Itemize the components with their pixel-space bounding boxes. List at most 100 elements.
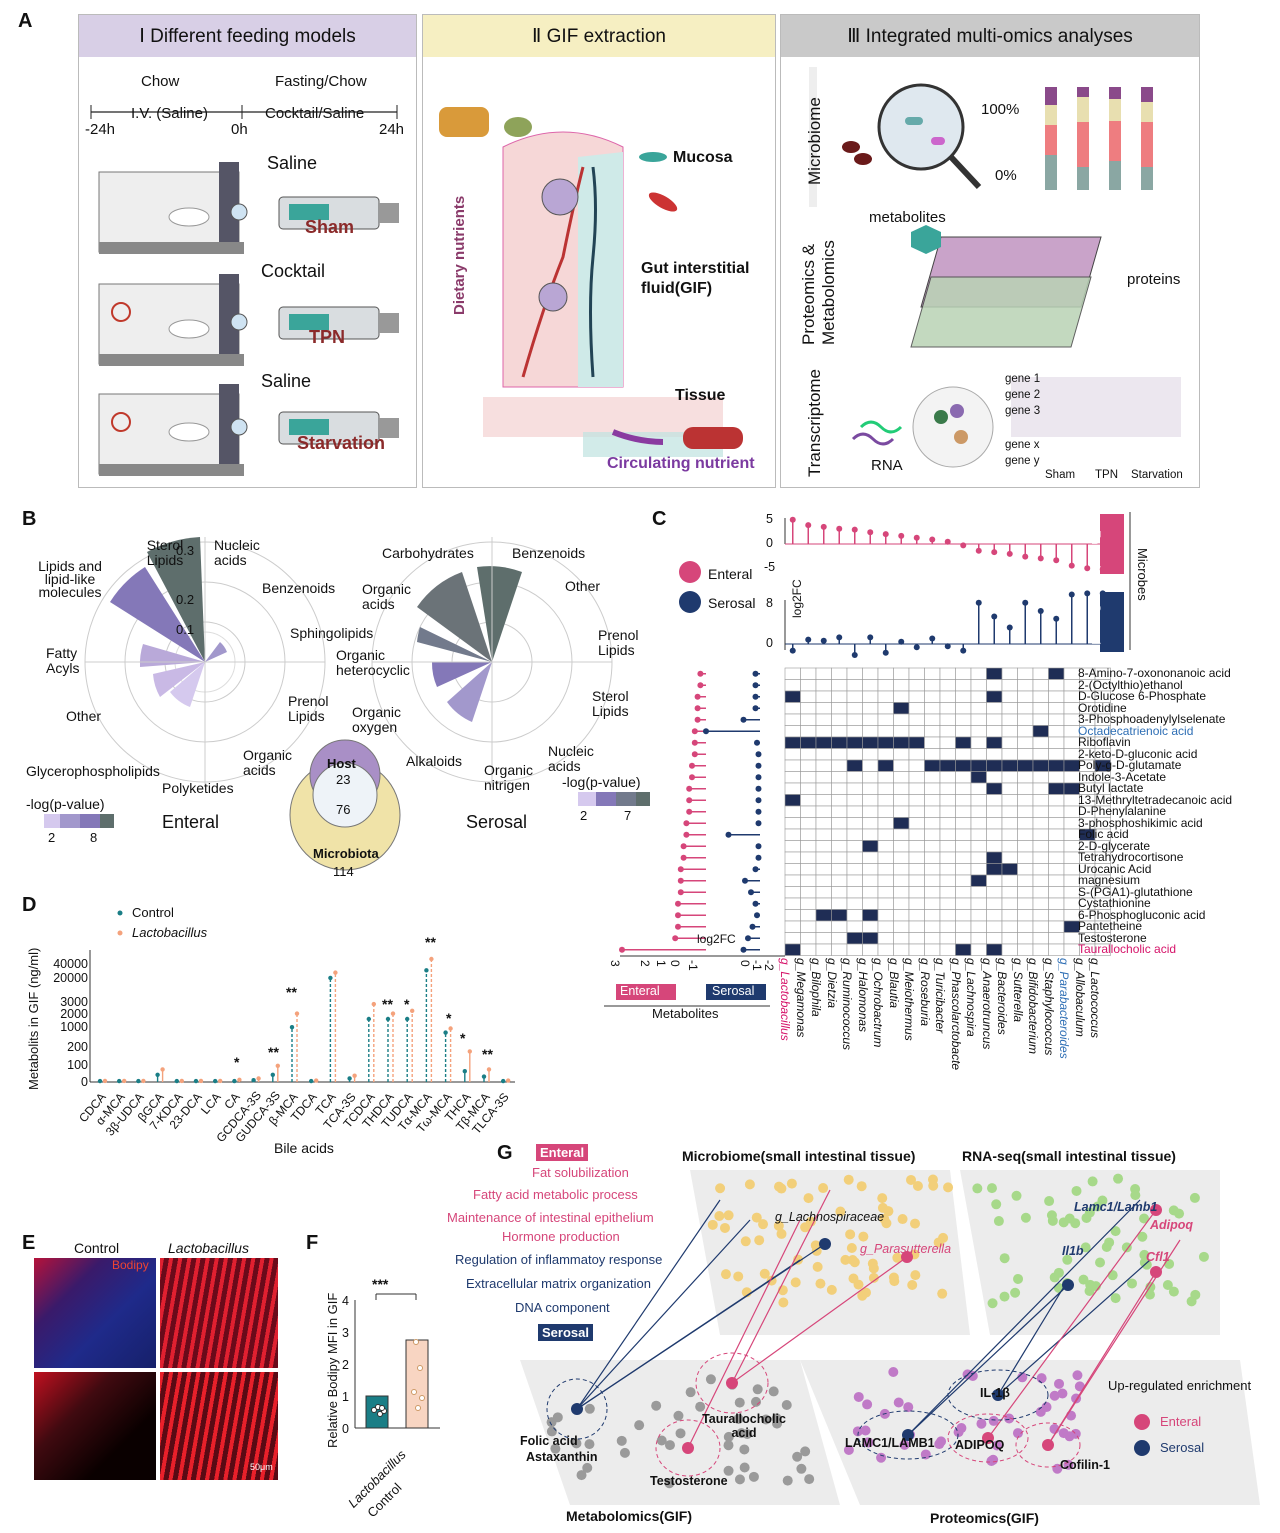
gene-label: gene 3 <box>1005 405 1041 417</box>
bar-point <box>462 1069 467 1074</box>
heatmap-cell <box>1048 702 1065 715</box>
heatmap-cell <box>800 725 817 738</box>
metabolite-label: 2-D-glycerate <box>1078 838 1151 853</box>
heatmap-cell <box>815 702 832 715</box>
bar-point <box>122 1078 127 1084</box>
top-enteral-tag: Enteral <box>1089 530 1103 569</box>
lollipop-point <box>683 820 690 827</box>
heatmap-cell <box>939 805 956 818</box>
heatmap-cell <box>1032 794 1049 807</box>
microbe-label: g_Ruminococcus <box>840 958 854 1051</box>
node-dot <box>1010 1287 1021 1298</box>
proteomics-axis-label: Proteomics & <box>799 243 818 345</box>
heatmap-cell <box>1001 851 1018 864</box>
heatmap-cell <box>784 782 801 795</box>
heatmap-cell <box>831 794 848 807</box>
bar-point <box>486 1067 492 1072</box>
bar-point <box>213 1078 218 1084</box>
bar-point <box>102 1078 108 1084</box>
heatmap-cell <box>1017 863 1034 876</box>
lollipop-point <box>694 716 701 723</box>
category-label: Lipids and lipid-like molecules <box>38 558 102 600</box>
heatmap-cell <box>846 897 863 910</box>
heatmap-cell <box>831 690 848 703</box>
metabolite-label: S-(PGA1)-glutathione <box>1078 884 1193 899</box>
node-dot <box>1063 1459 1074 1470</box>
node-dot <box>664 1440 675 1451</box>
heatmap-cell <box>908 782 925 795</box>
heatmap-cell <box>877 805 894 818</box>
y-tick: 3000 <box>60 995 88 1009</box>
bar-point <box>314 1078 319 1083</box>
category-label: Organic heterocyclic <box>336 647 410 678</box>
panel-b-letter: B <box>22 508 37 530</box>
heatmap-cell <box>800 886 817 899</box>
heatmap-cell <box>877 932 894 945</box>
top-tick: -5 <box>764 560 776 574</box>
heatmap-cell <box>1032 909 1049 922</box>
node-dot <box>988 1454 999 1465</box>
heatmap-cell <box>1048 690 1065 703</box>
heatmap-cell <box>986 863 1003 876</box>
heatmap-cell <box>939 759 956 772</box>
heatmap-cell <box>846 805 863 818</box>
heatmap-cell <box>1001 897 1018 910</box>
heatmap-cell <box>939 725 956 738</box>
fasting-label: Fasting/Chow <box>275 73 367 90</box>
heatmap-cell <box>908 817 925 830</box>
data-point <box>415 1405 421 1411</box>
node-label: LAMC1/LAMB1 <box>845 1436 935 1450</box>
metabolite-label: Butyl lactate <box>1078 781 1144 795</box>
metabolite-label: Indole-3-Acetate <box>1078 769 1167 784</box>
panel-e-letter: E <box>22 1232 36 1254</box>
heatmap-cell <box>877 690 894 703</box>
heatmap-cell <box>846 748 863 761</box>
heatmap-cell <box>815 920 832 933</box>
heatmap-cell <box>862 690 879 703</box>
heatmap-cell <box>1032 713 1049 726</box>
node-dot <box>786 1178 797 1189</box>
heatmap-cell <box>846 932 863 945</box>
heatmap-cell <box>924 828 941 841</box>
legend-tick: 2 <box>580 808 588 823</box>
node-label: Adipoq <box>1150 1218 1194 1232</box>
lollipop-point <box>752 670 759 677</box>
heatmap-cell <box>815 713 832 726</box>
heatmap-cell <box>893 782 910 795</box>
heatmap-cell <box>893 771 910 784</box>
heatmap-cell <box>893 713 910 726</box>
bar-point <box>385 1016 391 1022</box>
dietary-label: Dietary nutrients <box>451 195 468 315</box>
bar-point <box>160 1067 165 1072</box>
heatmap-cell <box>800 667 817 680</box>
lollipop-point <box>755 820 762 827</box>
heatmap-cell <box>831 943 848 956</box>
microbe-label: g_Staphylococcus <box>1041 958 1056 1056</box>
node-dot <box>848 1273 859 1284</box>
cocktail-saline-label: Cocktail/Saline <box>265 105 365 122</box>
node-label: Testosterone <box>650 1474 728 1488</box>
lollipop-point <box>755 808 762 815</box>
enteral-color-legend <box>44 814 114 828</box>
heatmap-cell <box>955 932 972 945</box>
lollipop-point <box>675 923 681 930</box>
heatmap-cell <box>986 736 1003 749</box>
g-legend-title: Up-regulated enrichment <box>1108 1378 1252 1393</box>
time-24: 24h <box>379 121 405 138</box>
node-dot <box>993 1216 1004 1227</box>
microbe-label: g_Lactococcus <box>1088 958 1102 1039</box>
heatmap-cell <box>1048 805 1065 818</box>
heatmap-cell <box>893 897 910 910</box>
micrograph-control-merged <box>34 1258 156 1368</box>
heatmap-cell <box>1032 690 1049 703</box>
node-label: IL-1β <box>980 1386 1010 1400</box>
category-label: Other <box>565 578 601 594</box>
heatmap-cell <box>862 736 879 749</box>
node-dot <box>651 1400 662 1411</box>
heatmap-cell <box>846 679 863 692</box>
heatmap-cell <box>970 690 987 703</box>
heatmap-cell <box>893 794 910 807</box>
heatmap-cell <box>893 874 910 887</box>
node-dot <box>760 1414 771 1425</box>
significance-mark: ** <box>268 1044 279 1060</box>
